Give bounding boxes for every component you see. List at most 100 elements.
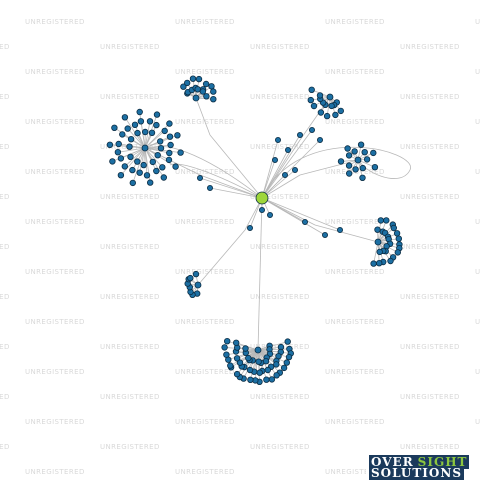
bottom-cluster-node[interactable] <box>273 372 280 379</box>
intermediate-node[interactable] <box>291 166 298 173</box>
upper-left-small-cluster-node[interactable] <box>210 95 217 103</box>
upper-left-small-cluster-node[interactable] <box>208 83 215 90</box>
bottom-cluster-node[interactable] <box>280 364 288 372</box>
upper-left-cluster-node[interactable] <box>154 151 161 159</box>
top-right-cluster-hub[interactable] <box>326 93 334 101</box>
upper-left-cluster-node[interactable] <box>166 149 173 157</box>
upper-left-cluster-node[interactable] <box>106 141 114 148</box>
upper-left-cluster-node[interactable] <box>121 114 129 121</box>
upper-left-cluster-node[interactable] <box>156 138 164 145</box>
upper-left-small-cluster-node[interactable] <box>195 75 203 83</box>
bottom-cluster-node[interactable] <box>223 351 230 358</box>
upper-left-cluster-node[interactable] <box>148 129 156 136</box>
top-right-cluster-node[interactable] <box>307 96 314 104</box>
bottom-cluster-node[interactable] <box>232 339 240 346</box>
top-right-cluster-node[interactable] <box>310 102 318 110</box>
upper-left-cluster-node[interactable] <box>167 141 174 149</box>
intermediate-node[interactable] <box>196 174 203 181</box>
right-cluster-node[interactable] <box>351 148 358 155</box>
right-lower-cluster-node[interactable] <box>370 260 377 267</box>
right-lower-cluster-node[interactable] <box>383 217 390 224</box>
upper-left-cluster-node[interactable] <box>174 132 181 139</box>
right-cluster-hub[interactable] <box>354 156 362 164</box>
upper-left-cluster-node[interactable] <box>134 158 141 165</box>
right-cluster-node[interactable] <box>337 158 345 165</box>
upper-left-cluster-node[interactable] <box>124 125 131 132</box>
center-entity-node[interactable] <box>255 191 269 205</box>
upper-left-small-cluster-node[interactable] <box>189 75 197 82</box>
upper-left-cluster-node[interactable] <box>117 171 125 179</box>
top-right-cluster-node[interactable] <box>328 102 335 110</box>
intermediate-node[interactable] <box>284 146 291 153</box>
left-middle-cluster-hub[interactable] <box>194 281 202 289</box>
upper-left-small-cluster-node[interactable] <box>199 88 207 95</box>
right-cluster-node[interactable] <box>371 163 379 171</box>
upper-left-cluster-node[interactable] <box>143 172 151 179</box>
upper-left-cluster-node[interactable] <box>137 118 145 125</box>
intermediate-node[interactable] <box>336 226 343 233</box>
upper-left-cluster-node[interactable] <box>166 133 174 140</box>
upper-left-cluster-node[interactable] <box>140 161 147 169</box>
right-cluster-node[interactable] <box>361 148 368 156</box>
intermediate-node[interactable] <box>258 206 265 213</box>
upper-left-cluster-node[interactable] <box>146 179 154 186</box>
top-right-cluster-node[interactable] <box>337 107 344 115</box>
upper-left-cluster-node[interactable] <box>153 167 160 175</box>
upper-left-cluster-node[interactable] <box>111 124 118 131</box>
upper-left-cluster-node[interactable] <box>131 121 139 128</box>
upper-left-cluster-node[interactable] <box>153 121 160 129</box>
upper-left-small-cluster-node[interactable] <box>203 93 210 100</box>
right-lower-cluster-node[interactable] <box>376 248 383 256</box>
upper-left-cluster-node[interactable] <box>121 163 128 170</box>
bottom-cluster-node[interactable] <box>256 369 263 376</box>
right-cluster-node[interactable] <box>359 164 366 172</box>
upper-left-cluster-node[interactable] <box>109 158 116 165</box>
intermediate-node[interactable] <box>266 211 273 218</box>
bottom-cluster-node[interactable] <box>233 355 241 362</box>
top-right-cluster-node[interactable] <box>316 92 324 99</box>
right-cluster-node[interactable] <box>357 141 365 148</box>
bottom-cluster-node[interactable] <box>223 338 231 345</box>
upper-left-cluster-node[interactable] <box>141 128 149 136</box>
bottom-cluster-node[interactable] <box>227 362 234 369</box>
right-lower-cluster-node[interactable] <box>390 224 397 232</box>
upper-left-cluster-node[interactable] <box>159 164 166 171</box>
top-right-cluster-node[interactable] <box>332 111 339 119</box>
upper-left-cluster-node[interactable] <box>134 129 141 137</box>
bottom-cluster-node[interactable] <box>245 354 252 362</box>
bottom-cluster-node[interactable] <box>284 338 291 345</box>
right-lower-cluster-node[interactable] <box>393 230 401 237</box>
left-middle-cluster-node[interactable] <box>192 270 200 278</box>
right-cluster-node[interactable] <box>346 170 353 177</box>
bottom-cluster-node[interactable] <box>221 344 228 351</box>
upper-left-small-cluster-hub[interactable] <box>192 94 200 102</box>
top-right-cluster-node[interactable] <box>317 109 325 116</box>
intermediate-node[interactable] <box>308 127 315 134</box>
bottom-cluster-node[interactable] <box>273 361 280 368</box>
right-cluster-node[interactable] <box>345 162 353 169</box>
intermediate-node[interactable] <box>246 224 253 231</box>
bottom-cluster-node[interactable] <box>242 345 249 352</box>
upper-left-cluster-node[interactable] <box>129 179 136 187</box>
right-cluster-node[interactable] <box>363 156 371 163</box>
right-lower-cluster-node[interactable] <box>394 249 401 256</box>
right-cluster-node[interactable] <box>370 149 377 157</box>
bottom-cluster-node[interactable] <box>268 376 276 383</box>
bottom-cluster-node[interactable] <box>233 370 241 378</box>
intermediate-node[interactable] <box>281 171 288 178</box>
top-right-cluster-node[interactable] <box>323 112 331 120</box>
upper-left-cluster-node[interactable] <box>119 131 126 138</box>
right-lower-cluster-node[interactable] <box>377 217 384 224</box>
intermediate-node[interactable] <box>301 218 308 225</box>
upper-left-cluster-hub[interactable] <box>141 144 149 152</box>
upper-left-cluster-node[interactable] <box>177 149 184 156</box>
upper-left-small-cluster-node[interactable] <box>210 88 217 95</box>
intermediate-node[interactable] <box>271 156 278 163</box>
right-lower-cluster-node[interactable] <box>376 260 383 267</box>
bottom-cluster-hub[interactable] <box>254 346 262 354</box>
intermediate-node[interactable] <box>296 131 303 138</box>
right-lower-cluster-node[interactable] <box>395 235 402 242</box>
upper-left-small-cluster-node[interactable] <box>183 79 191 87</box>
right-cluster-node[interactable] <box>344 145 351 152</box>
bottom-cluster-node[interactable] <box>236 359 244 366</box>
